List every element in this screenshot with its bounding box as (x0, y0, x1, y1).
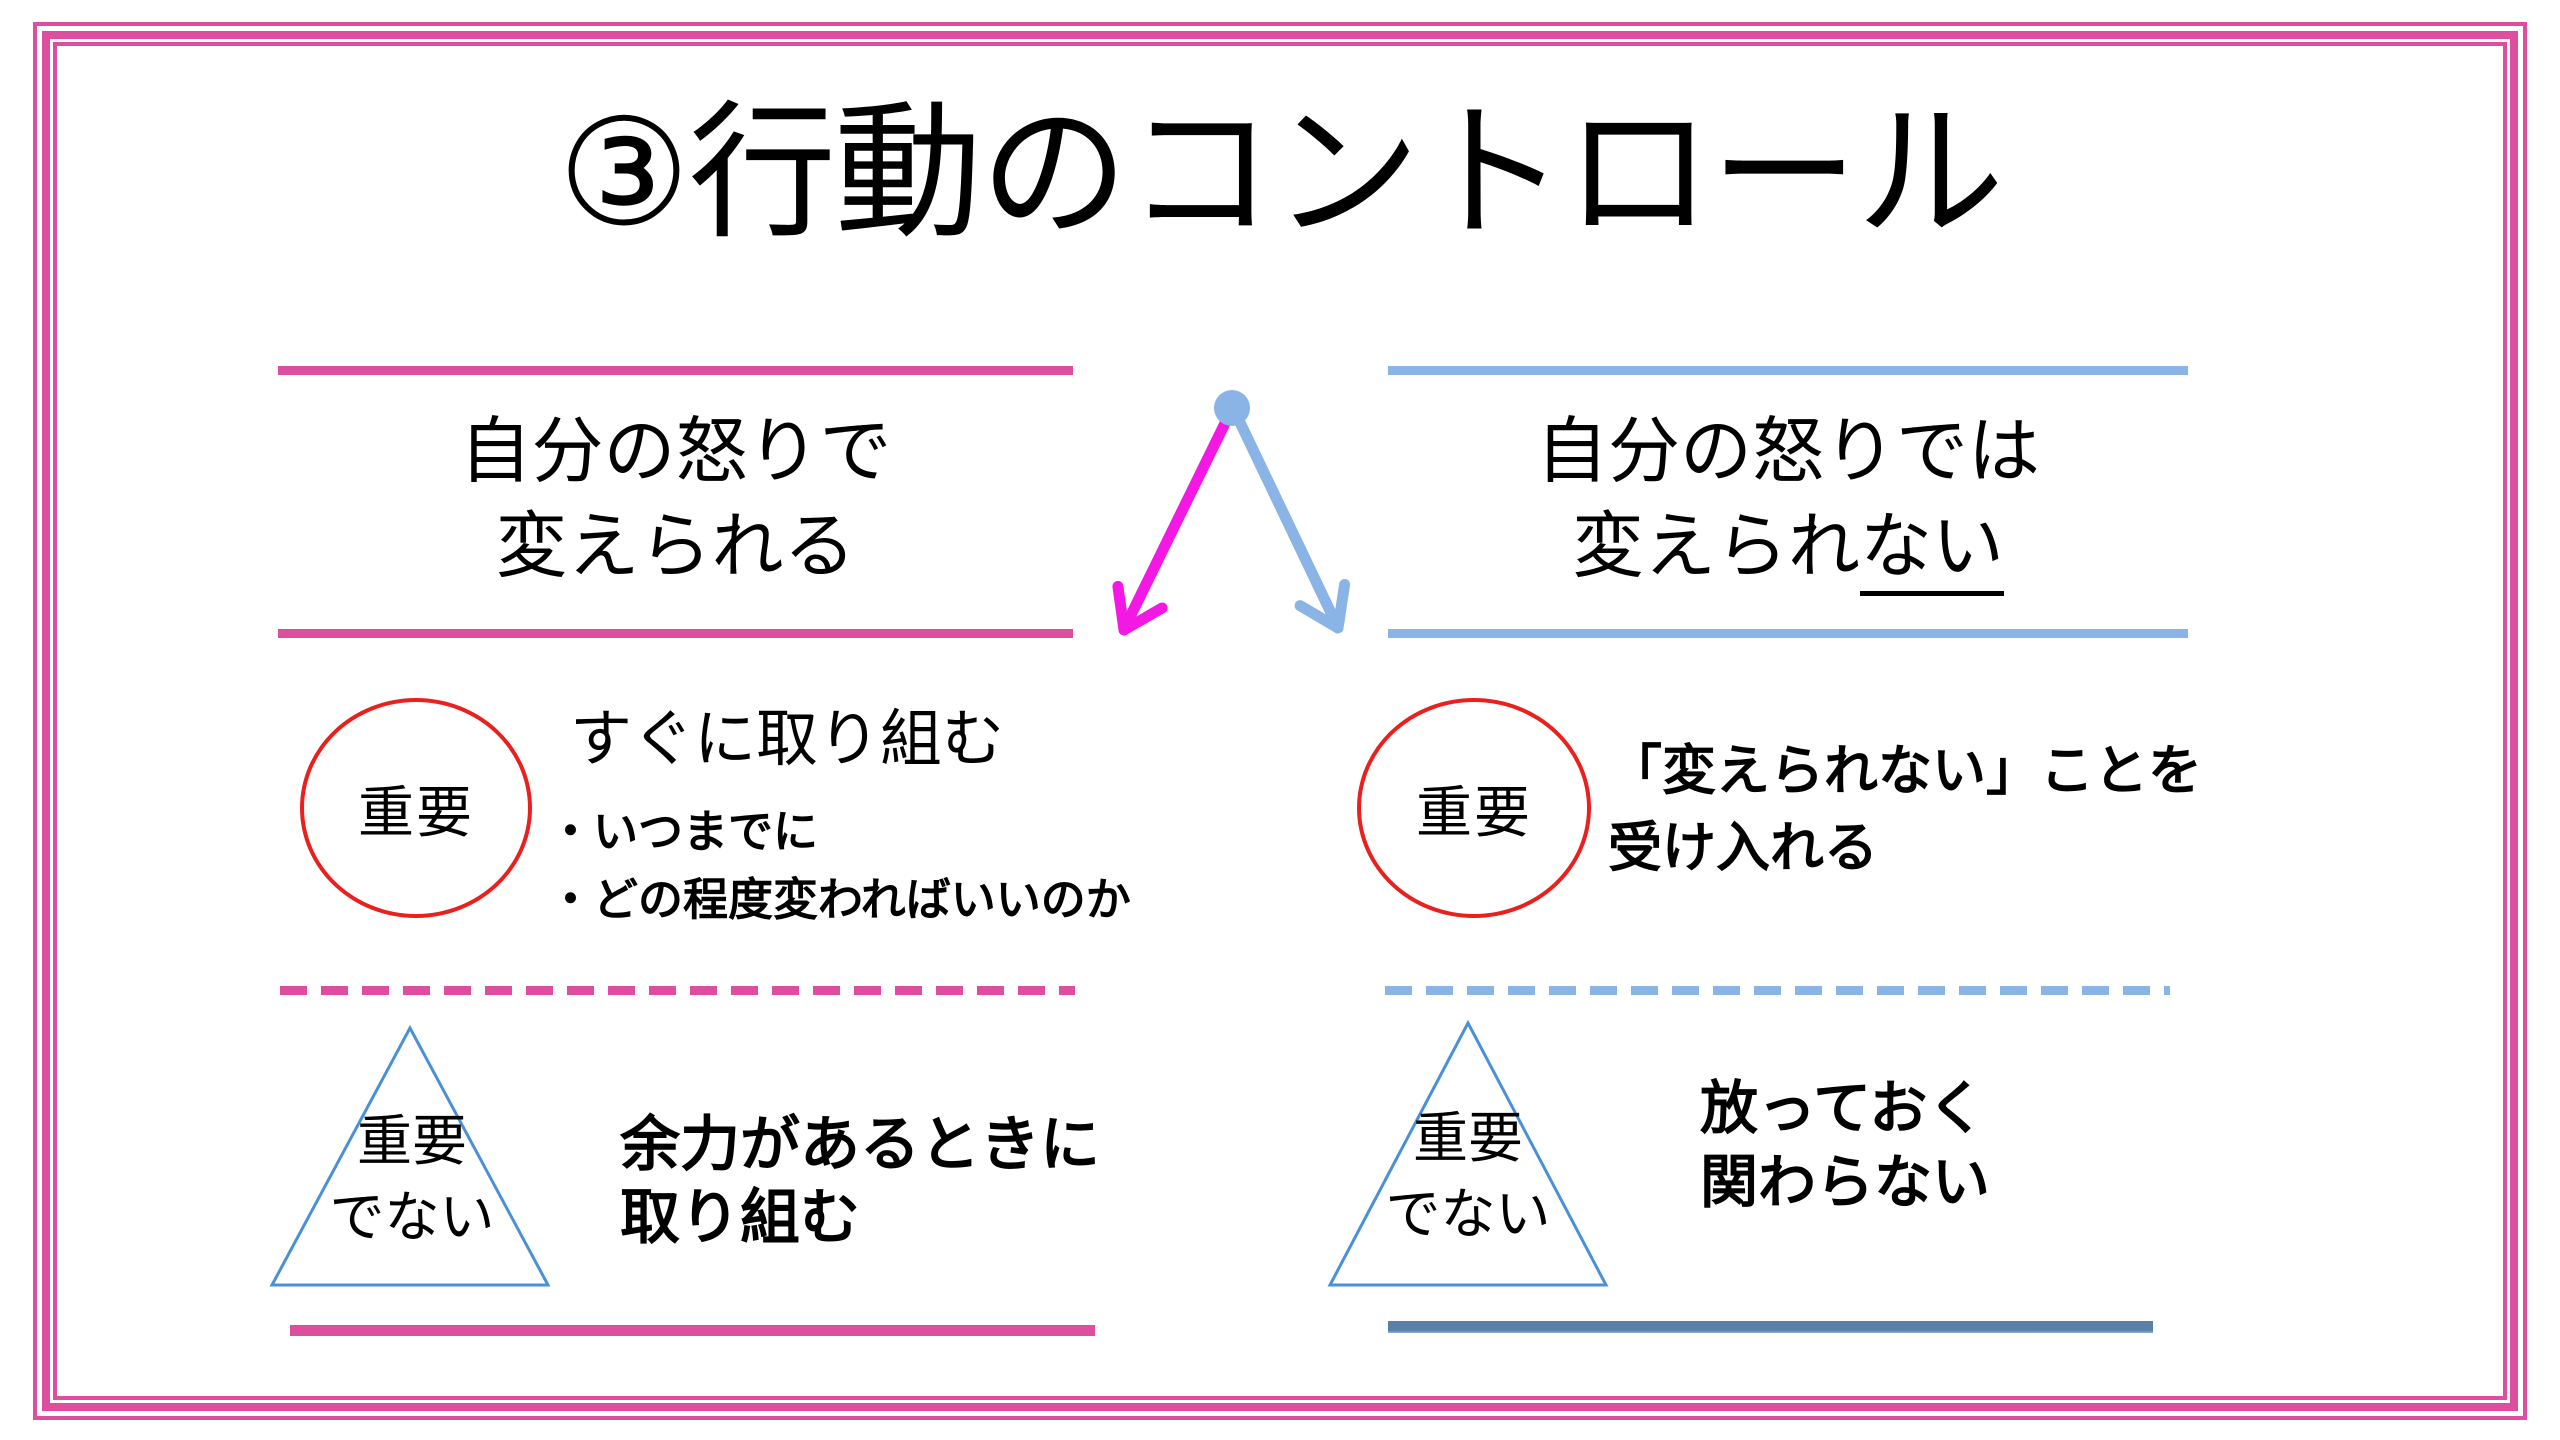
blue-arrowhead-icon (1294, 579, 1351, 634)
left-dashed-divider (280, 986, 1075, 995)
right-important-line2: 受け入れる (1608, 818, 1878, 878)
left-column-header: 自分の怒りで 変えられる (278, 405, 1073, 595)
right-not-important-line2: 関わらない (1700, 1150, 1991, 1215)
left-not-important-line2: 取り組む (620, 1184, 860, 1251)
right-bottom-rule (1388, 1321, 2153, 1333)
left-not-important-badge: 重要 でない (262, 1103, 562, 1255)
underlined-nai: ない (1860, 507, 2005, 596)
right-not-important-badge-line2: でない (1385, 1183, 1551, 1245)
left-header-line1: 自分の怒りで (459, 412, 892, 492)
right-not-important-badge-line1: 重要 (1412, 1107, 1523, 1169)
right-header-line2: 変えられない (1388, 500, 2188, 596)
magenta-arrowhead-icon (1112, 580, 1168, 636)
right-important-line1: 「変えられない」ことを (1608, 741, 2202, 801)
left-not-important-line1: 余力があるときに (620, 1111, 1100, 1178)
left-not-important-badge-line1: 重要 (356, 1110, 467, 1172)
decision-dot-icon (1214, 390, 1250, 426)
right-important-circle-icon: 重要 (1357, 698, 1591, 918)
right-not-important-text: 放っておく 関わらない (1700, 1072, 1990, 1220)
left-important-bullet2: ・どの程度変わればいいのか (548, 874, 1131, 925)
right-dashed-divider (1385, 986, 2170, 995)
left-header-bottom-rule (278, 629, 1073, 638)
magenta-arrow-shaft (1123, 405, 1237, 625)
left-not-important-text: 余力があるときに 取り組む (620, 1108, 1100, 1254)
right-header-top-rule (1388, 366, 2188, 375)
right-header-bottom-rule (1388, 629, 2188, 638)
triangle-outline (269, 1024, 551, 1287)
left-important-heading: すぐに取り組む (570, 705, 1005, 774)
fork-arrow-icon (1112, 390, 1351, 636)
left-header-top-rule (278, 366, 1073, 375)
right-not-important-triangle-icon (1327, 1019, 1609, 1287)
left-not-important-badge-line2: でない (329, 1186, 495, 1248)
right-not-important-line1: 放っておく (1700, 1076, 1986, 1141)
slide-title: ③行動のコントロール (557, 91, 2005, 256)
left-important-bullet1: ・いつまでに (548, 806, 819, 857)
left-not-important-triangle-icon (269, 1024, 551, 1287)
left-important-circle-icon: 重要 (300, 698, 532, 918)
left-header-line2: 変えられる (495, 507, 856, 587)
right-header-line1: 自分の怒りでは (1535, 412, 2040, 492)
right-important-text: 「変えられない」ことを 受け入れる (1608, 733, 2202, 887)
right-important-badge: 重要 (1416, 780, 1532, 844)
right-not-important-badge: 重要 でない (1318, 1100, 1618, 1252)
left-bottom-rule (290, 1325, 1095, 1336)
right-column-header: 自分の怒りでは 変えられない (1388, 405, 2188, 596)
left-important-badge: 重要 (358, 780, 474, 844)
triangle-outline (1327, 1019, 1609, 1287)
blue-arrow-shaft (1230, 408, 1339, 623)
